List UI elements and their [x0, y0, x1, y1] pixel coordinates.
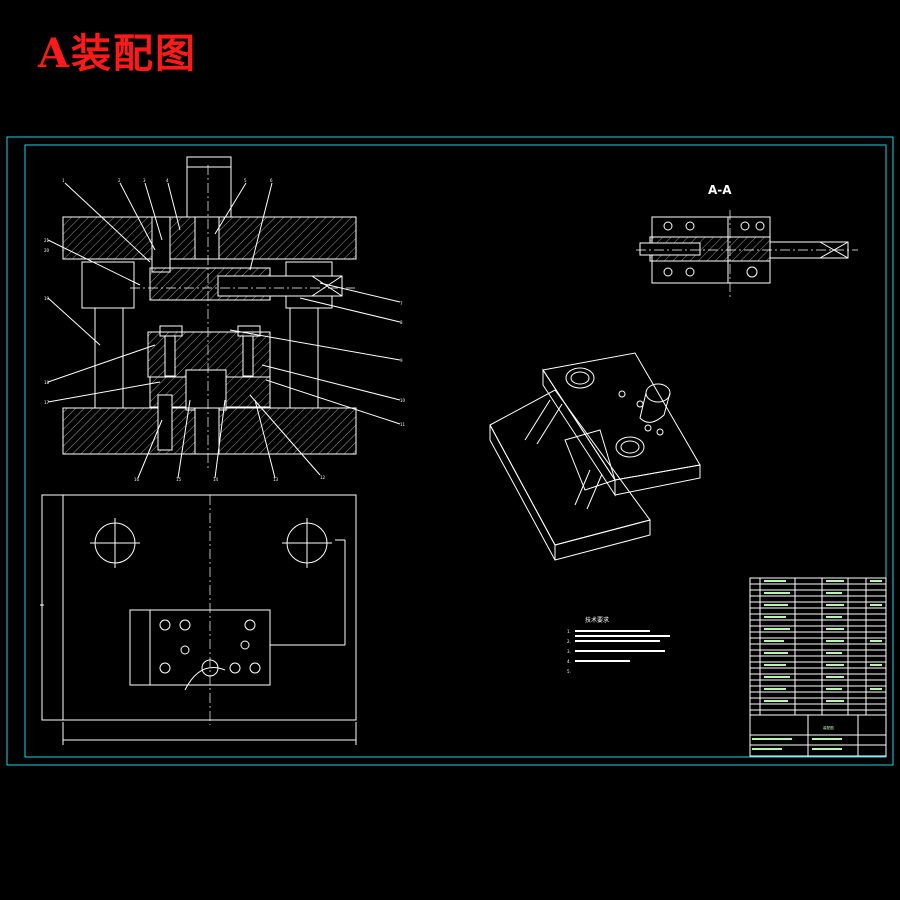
tech-req-item: 5.	[567, 669, 571, 674]
tech-req-item: 1.	[567, 629, 571, 634]
inner-frame	[24, 144, 887, 758]
svg-text:5: 5	[244, 178, 247, 183]
svg-text:9: 9	[400, 358, 403, 363]
tech-req-item: 3.	[567, 649, 571, 654]
front-section-view[interactable]: 1 2 3 4 5 6 7 8 9 10 11 12 13 14 15 16 1…	[44, 156, 406, 482]
outer-frame	[6, 136, 894, 766]
svg-text:10: 10	[400, 398, 406, 403]
svg-text:12: 12	[320, 475, 326, 480]
svg-text:21: 21	[44, 238, 50, 243]
svg-text:16: 16	[134, 477, 140, 482]
svg-text:2: 2	[118, 178, 121, 183]
isometric-view[interactable]	[489, 352, 701, 561]
svg-text:7: 7	[400, 301, 403, 306]
svg-text:19: 19	[44, 296, 50, 301]
drawing-title: A装配图	[38, 30, 198, 77]
parts-list-table: 装配图	[749, 577, 887, 757]
tech-req-item: 2.	[567, 639, 571, 644]
svg-text:6: 6	[270, 178, 273, 183]
section-label: A-A	[708, 183, 732, 197]
svg-text:17: 17	[44, 400, 50, 405]
svg-text:11: 11	[400, 422, 406, 427]
svg-text:4: 4	[166, 178, 169, 183]
section-a-a-view[interactable]: A-A	[636, 183, 858, 300]
svg-text:18: 18	[44, 380, 50, 385]
svg-text:13: 13	[273, 477, 279, 482]
tech-req-heading: 技术要求	[585, 616, 609, 624]
svg-text:3: 3	[143, 178, 146, 183]
svg-text:20: 20	[44, 248, 50, 253]
title-block-name: 装配图	[823, 725, 834, 730]
part-callouts: 1 2 3 4 5 6 7 8 9 10 11 12 13 14 15 16 1…	[44, 178, 406, 482]
technical-requirements: 技术要求 1. 2. 3. 4. 5.	[567, 616, 670, 674]
svg-text:15: 15	[176, 477, 182, 482]
svg-text:1: 1	[62, 178, 65, 183]
tech-req-item: 4.	[567, 659, 571, 664]
plan-view[interactable]	[40, 494, 357, 745]
svg-text:8: 8	[400, 320, 403, 325]
svg-text:14: 14	[213, 477, 219, 482]
